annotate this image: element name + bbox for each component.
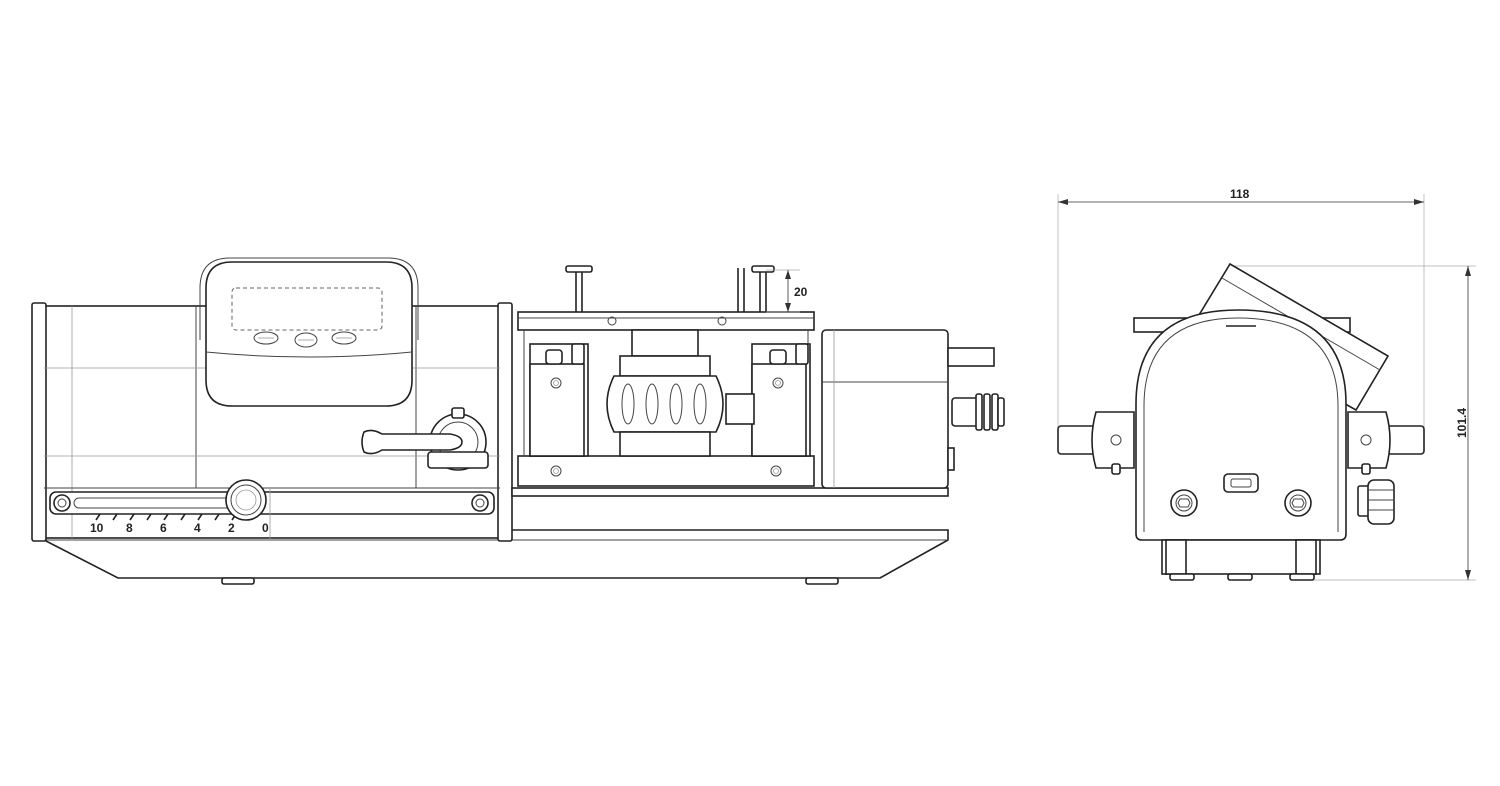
scale-label-10: 10 <box>90 521 104 535</box>
scale-tick-marks <box>95 513 237 521</box>
dimension-118: 118 <box>1057 187 1425 428</box>
display-buttons <box>253 331 357 348</box>
side-view: 10 8 6 4 2 0 <box>31 257 1005 585</box>
end-feet <box>1161 539 1321 581</box>
side-knob <box>1357 479 1395 525</box>
scale-label-6: 6 <box>160 521 167 535</box>
vertical-posts <box>565 265 775 312</box>
left-side-clamp <box>1057 411 1135 475</box>
threaded-shaft <box>951 393 1005 431</box>
dimension-label-118: 118 <box>1230 187 1250 201</box>
scale-label-0: 0 <box>262 521 269 535</box>
arched-body <box>1135 309 1347 541</box>
lever-handle <box>361 407 489 471</box>
scale-label-4: 4 <box>194 521 201 535</box>
scale-rail: 10 8 6 4 2 0 <box>49 479 495 540</box>
right-clamp <box>751 343 811 457</box>
scale-label-8: 8 <box>126 521 133 535</box>
left-clamp <box>529 343 589 457</box>
dimension-label-20: 20 <box>794 285 808 299</box>
digital-display <box>199 257 419 407</box>
cutter-wheel <box>606 329 755 457</box>
scale-label-2: 2 <box>228 521 235 535</box>
dimension-101-4: 101.4 <box>1230 265 1476 581</box>
right-side-clamp <box>1347 411 1425 475</box>
dimension-label-101-4: 101.4 <box>1455 408 1469 438</box>
hex-bolt-right <box>1284 489 1312 517</box>
adjustment-knob <box>225 479 267 521</box>
base-plate <box>43 529 949 585</box>
end-view: 118 101.4 <box>1057 187 1476 581</box>
dimension-20: 20 <box>766 269 808 313</box>
hex-bolt-left <box>1170 489 1198 517</box>
usb-port-icon <box>1223 473 1259 493</box>
motor-housing <box>821 329 995 489</box>
